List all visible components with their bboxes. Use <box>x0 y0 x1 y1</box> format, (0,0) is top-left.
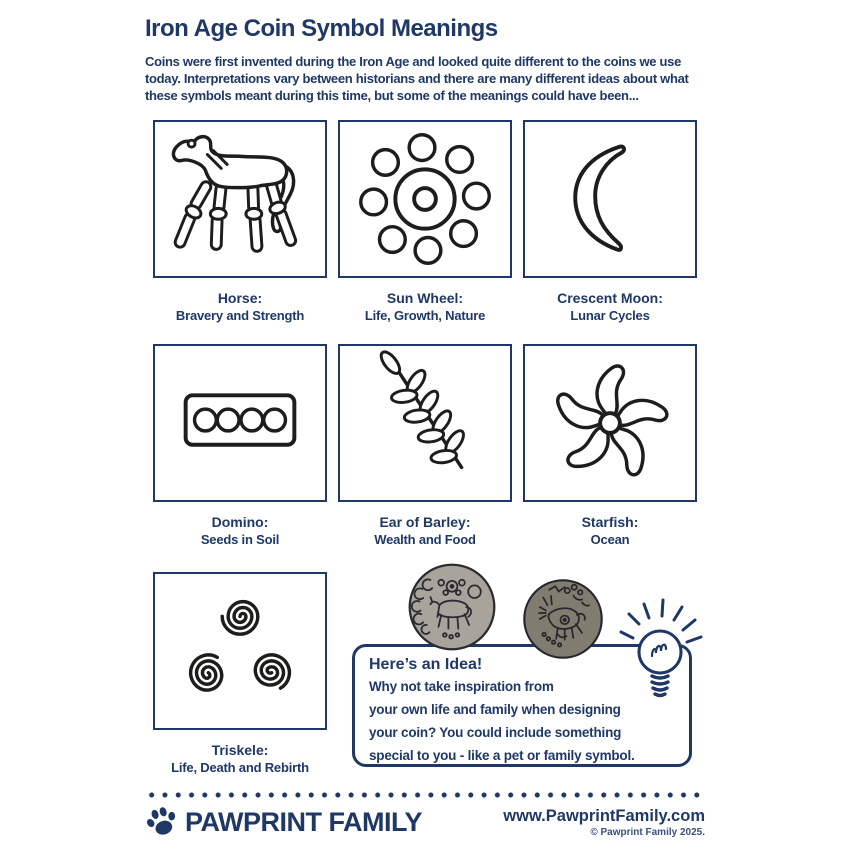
horse-icon <box>171 135 298 253</box>
symbol-meaning: Wealth and Food <box>374 532 476 547</box>
bottom-section: Triskele: Life, Death and Rebirth <box>145 563 705 783</box>
starfish-icon <box>550 364 671 479</box>
brand-logo: PAWPRINT FAMILY <box>145 805 423 839</box>
sun-wheel-icon <box>359 133 491 265</box>
ear-of-barley-icon <box>379 350 465 470</box>
copyright-text: © Pawprint Family 2025. <box>590 826 705 838</box>
symbol-meaning: Seeds in Soil <box>200 532 280 547</box>
symbol-meaning: Life, Death and Rebirth <box>171 760 309 775</box>
symbol-grid-row-2: Domino: Seeds in Soil Ear of Barley <box>145 344 705 568</box>
symbol-meaning: Bravery and Strength <box>175 308 305 323</box>
sun-wheel-symbol-box <box>338 120 512 278</box>
website-url: www.PawprintFamily.com <box>503 806 705 825</box>
dotted-divider <box>145 792 705 798</box>
symbol-name: Triskele: <box>211 742 269 758</box>
symbol-card-domino: Domino: Seeds in Soil <box>153 344 327 548</box>
crescent-moon-icon <box>573 144 626 252</box>
symbol-name: Ear of Barley: <box>379 514 471 530</box>
idea-callout-box: Here’s an Idea! Why not take inspiration… <box>352 644 692 767</box>
idea-heading: Here’s an Idea! <box>369 656 483 673</box>
symbol-name: Domino: <box>211 514 269 530</box>
symbol-name: Crescent Moon: <box>557 290 663 306</box>
horse-symbol-box <box>153 120 327 278</box>
idea-text-line: your own life and family when designing <box>369 702 621 717</box>
symbol-meaning: Lunar Cycles <box>570 308 650 323</box>
symbol-meaning: Life, Growth, Nature <box>364 308 486 323</box>
starfish-symbol-box <box>523 344 697 502</box>
triskele-icon <box>182 599 298 698</box>
footer: PAWPRINT FAMILY www.PawprintFamily.com ©… <box>145 805 705 839</box>
symbol-name: Starfish: <box>581 514 639 530</box>
symbol-name: Horse: <box>217 290 263 306</box>
symbol-card-starfish: Starfish: Ocean <box>523 344 697 548</box>
domino-icon <box>183 393 297 447</box>
lightbulb-idea-icon <box>619 598 703 698</box>
idea-text-line: special to you - like a pet or family sy… <box>369 748 635 763</box>
symbol-grid-row-1: Horse: Bravery and Strength Sun Whe <box>145 120 705 344</box>
symbol-meaning: Ocean <box>590 532 630 547</box>
crescent-moon-symbol-box <box>523 120 697 278</box>
symbol-card-sun-wheel: Sun Wheel: Life, Growth, Nature <box>338 120 512 324</box>
triskele-symbol-box <box>153 572 327 730</box>
ear-of-barley-symbol-box <box>338 344 512 502</box>
symbol-card-horse: Horse: Bravery and Strength <box>153 120 327 324</box>
symbol-card-triskele: Triskele: Life, Death and Rebirth <box>153 572 327 776</box>
symbol-name: Sun Wheel: <box>386 290 464 306</box>
page-title: Iron Age Coin Symbol Meanings <box>145 15 498 42</box>
brand-name: PAWPRINT FAMILY <box>185 806 423 837</box>
idea-text-line: Why not take inspiration from <box>369 679 554 694</box>
idea-text-line: your coin? You could include something <box>369 725 622 740</box>
iron-age-coin-boar-photo <box>523 579 603 659</box>
footer-site-info: www.PawprintFamily.com © Pawprint Family… <box>503 806 705 839</box>
domino-symbol-box <box>153 344 327 502</box>
symbol-card-ear-of-barley: Ear of Barley: Wealth and Food <box>338 344 512 548</box>
worksheet-page: Iron Age Coin Symbol Meanings Coins were… <box>145 14 705 839</box>
intro-text: Coins were first invented during the Iro… <box>145 54 689 103</box>
symbol-card-crescent-moon: Crescent Moon: Lunar Cycles <box>523 120 697 324</box>
paw-print-icon <box>146 807 176 835</box>
iron-age-coin-horse-photo <box>408 563 496 651</box>
